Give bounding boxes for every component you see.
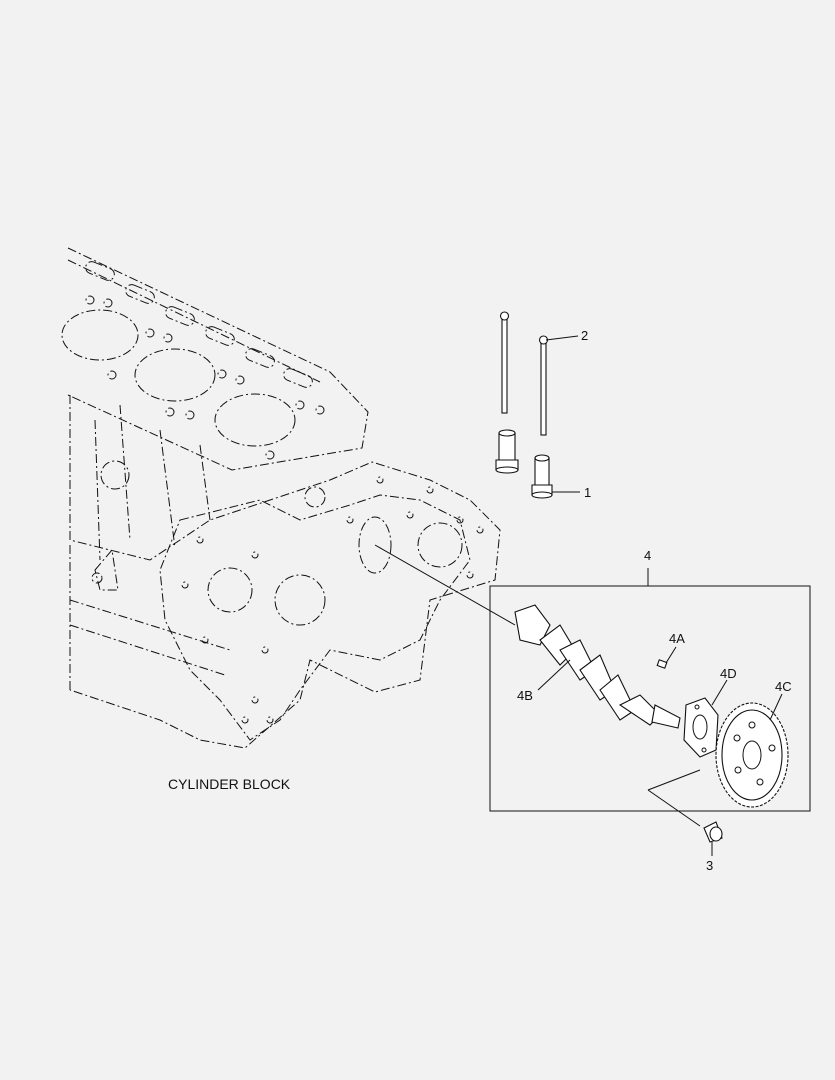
callout-4a: 4A <box>669 631 685 646</box>
callout-4: 4 <box>644 548 651 563</box>
callout-1: 1 <box>584 485 591 500</box>
callout-4b: 4B <box>517 688 533 703</box>
diagram-caption: CYLINDER BLOCK <box>168 776 291 792</box>
callout-4c: 4C <box>775 679 792 694</box>
cam-gear <box>715 702 789 808</box>
woodruff-key <box>656 659 668 669</box>
thrust-plate <box>683 697 719 758</box>
callout-2: 2 <box>581 328 588 343</box>
callout-4d: 4D <box>720 666 737 681</box>
camshaft-assembly-box <box>489 568 811 812</box>
gear-bolt <box>647 789 723 843</box>
callout-leaders <box>537 335 783 856</box>
tappet-pair <box>495 429 553 499</box>
push-rod-pair <box>499 311 549 436</box>
camshaft <box>514 604 681 729</box>
assembly-leader-line <box>374 544 516 626</box>
callout-3: 3 <box>706 858 713 873</box>
cylinder-block <box>61 247 501 749</box>
